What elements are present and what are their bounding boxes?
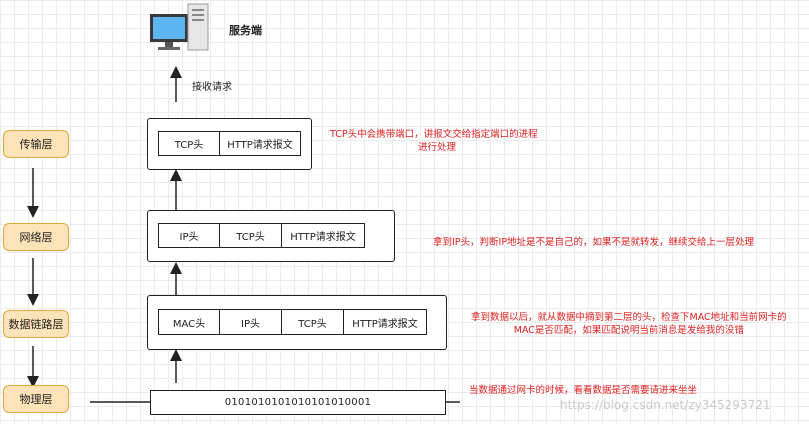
packet-cell-ip-header: IP头	[158, 223, 220, 248]
note-physical: 当数据通过网卡的时候，看看数据是否需要请进来坐坐	[469, 385, 698, 396]
note-network: 拿到IP头，判断IP地址是不是自己的，如果不是就转发，继续交给上一层处理	[433, 237, 755, 248]
packet-cell-http: HTTP请求报文	[343, 309, 427, 335]
receive-request-label: 接收请求	[192, 82, 232, 93]
packet-cell-http: HTTP请求报文	[219, 131, 301, 156]
server-label: 服务端	[229, 24, 262, 37]
network-frame: IP头 TCP头 HTTP请求报文	[147, 210, 395, 262]
packet-cell-tcp-header: TCP头	[158, 131, 220, 156]
computer-icon	[150, 3, 209, 51]
layer-label: 网络层	[19, 231, 53, 244]
packet-cell-tcp-header: TCP头	[219, 223, 282, 248]
transport-frame: TCP头 HTTP请求报文	[147, 118, 312, 170]
note-line: MAC是否匹配，如果匹配说明当前消息是发给我的没错	[513, 325, 744, 336]
watermark: https://blog.csdn.net/zy345293721	[560, 398, 771, 412]
layer-physical: 物理层	[3, 385, 69, 413]
note-datalink: 拿到数据以后，就从数据中摘到第二层的头，检查下MAC地址和当前网卡的 MAC是否…	[471, 311, 787, 337]
layer-transport: 传输层	[3, 130, 69, 158]
layer-network: 网络层	[3, 223, 69, 251]
physical-bits-box: 0101010101010101010001	[150, 390, 446, 415]
note-line: TCP头中会携带端口，讲报文交给指定端口的进程	[330, 129, 538, 140]
layer-datalink: 数据链路层	[3, 310, 69, 338]
note-transport: TCP头中会携带端口，讲报文交给指定端口的进程 进行处理	[330, 128, 538, 154]
layer-label: 物理层	[19, 393, 53, 406]
layer-label: 传输层	[19, 138, 53, 151]
note-line: 进行处理	[418, 142, 457, 153]
packet-cell-ip-header: IP头	[219, 309, 282, 335]
note-line: 拿到数据以后，就从数据中摘到第二层的头，检查下MAC地址和当前网卡的	[471, 312, 787, 323]
packet-cell-tcp-header: TCP头	[281, 309, 344, 335]
packet-cell-http: HTTP请求报文	[281, 223, 365, 248]
packet-cell-mac-header: MAC头	[158, 309, 220, 335]
layer-label: 数据链路层	[8, 318, 64, 331]
datalink-frame: MAC头 IP头 TCP头 HTTP请求报文	[147, 295, 447, 350]
